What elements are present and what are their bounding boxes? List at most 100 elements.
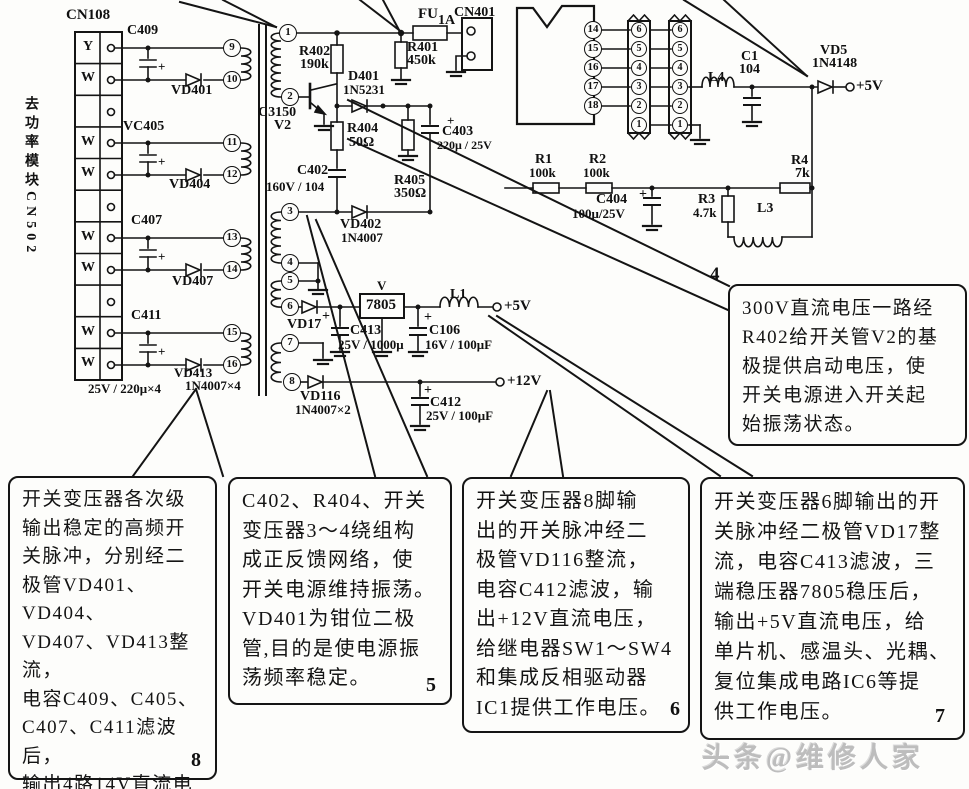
label-c411: C411 xyxy=(131,308,162,323)
label-plus-c407: + xyxy=(158,249,166,264)
label-d401-type: 1N5231 xyxy=(343,82,385,97)
callout-box-8: 开关变压器各次级 输出稳定的高频开 关脉冲，分别经二 极管VD401、VD404… xyxy=(8,476,217,789)
label-r404-val: 50Ω xyxy=(349,135,375,150)
label-plus-c413: + xyxy=(322,309,330,324)
label-c404: C404 xyxy=(596,192,628,207)
label-c1-val: 104 xyxy=(739,62,760,77)
cn108-row-letter: W xyxy=(81,355,95,371)
cn108-row-letter: Y xyxy=(82,38,94,54)
strip-pin-3: 3 xyxy=(672,79,688,95)
cn108-row-letter: W xyxy=(81,260,95,276)
strip-pin-2: 2 xyxy=(672,98,688,114)
cn108-row-letter: W xyxy=(81,70,95,86)
label-r1-val: 100k xyxy=(529,165,556,180)
callout-8-number: 8 xyxy=(191,749,201,771)
strip-pin-1: 1 xyxy=(631,117,647,133)
label-r4-val: 7k xyxy=(795,166,810,181)
label-c404-val: 100μ/25V xyxy=(572,206,625,221)
label-vd116: VD116 xyxy=(300,389,341,404)
label-c402: C402 xyxy=(297,163,329,178)
label-vd413-type: 1N4007×4 xyxy=(185,378,241,393)
label-left-cap-rating: 25V / 220μ×4 xyxy=(88,381,162,396)
label-r3-val: 4.7k xyxy=(693,205,717,220)
winding-pin-8: 8 xyxy=(283,373,301,391)
label-vd5-type: 1N4148 xyxy=(812,56,858,71)
label-r4: R4 xyxy=(791,153,809,168)
label-d401: D401 xyxy=(348,69,380,84)
winding-pin-6: 6 xyxy=(281,298,299,316)
winding-pin-9: 9 xyxy=(223,39,241,57)
label-vd5: VD5 xyxy=(820,43,848,58)
label-plus-c409: + xyxy=(158,59,166,74)
callout-6-number: 6 xyxy=(670,698,680,720)
label-reg-7805: 7805 xyxy=(366,297,396,313)
strip-pin-1: 1 xyxy=(672,117,688,133)
label-out-5v-mid: +5V xyxy=(504,298,531,314)
callout-box-5: C402、R404、开关 变压器3～4绕组构 成正反馈网络，使 开关电源维持振荡… xyxy=(228,477,452,705)
label-r402: R402 xyxy=(299,44,331,59)
callout-4-number: 4 xyxy=(710,264,720,285)
label-r2-val: 100k xyxy=(583,165,610,180)
winding-pin-17: 17 xyxy=(584,78,602,96)
label-c402-val: 160V / 104 xyxy=(266,179,325,194)
cn108-row-letter: W xyxy=(81,228,95,244)
label-r405: R405 xyxy=(394,173,426,188)
strip-pin-5: 5 xyxy=(672,41,688,57)
label-r2: R2 xyxy=(589,152,607,167)
label-r401-val: 450k xyxy=(407,53,436,68)
label-l3: L3 xyxy=(757,201,774,216)
label-cn401: CN401 xyxy=(454,5,496,20)
label-vd402-type: 1N4007 xyxy=(341,230,383,245)
callout-box-7: 开关变压器6脚输出的开 关脉冲经二极管VD17整 流，电容C413滤波，三 端稳… xyxy=(700,477,965,740)
winding-pin-13: 13 xyxy=(223,229,241,247)
label-vd402: VD402 xyxy=(340,217,382,232)
strip-pin-3: 3 xyxy=(631,79,647,95)
label-l4: L4 xyxy=(708,70,725,85)
label-v2-type: C3150 xyxy=(258,105,297,120)
label-c407: C407 xyxy=(131,213,163,228)
label-fu: FU xyxy=(418,6,438,22)
winding-pin-5: 5 xyxy=(281,272,299,290)
label-plus-c411: + xyxy=(158,344,166,359)
label-cn108-title: CN108 xyxy=(66,7,111,23)
label-c412: C412 xyxy=(430,395,462,410)
callout-7-text: 开关变压器6脚输出的开 关脉冲经二极管VD17整 流，电容C413滤波，三 端稳… xyxy=(714,491,951,723)
winding-pin-14: 14 xyxy=(223,261,241,279)
strip-pin-5: 5 xyxy=(631,41,647,57)
label-plus-c405: + xyxy=(158,154,166,169)
label-vd401: VD401 xyxy=(171,83,213,98)
callout-box-6: 开关变压器8脚输 出的开关脉冲经二 极管VD116整流， 电容C412滤波，输 … xyxy=(462,477,690,733)
label-c403: C403 xyxy=(442,124,474,139)
callout-box-4: 300V直流电压一路经 R402给开关管V2的基 极提供启动电压，使 开关电源进… xyxy=(728,284,967,446)
label-vd413: VD413 xyxy=(174,365,213,380)
winding-pin-15: 15 xyxy=(584,40,602,58)
label-plus-c106: + xyxy=(424,310,432,325)
label-c413-val: 25V / 1000μ xyxy=(338,337,404,352)
winding-pin-12: 12 xyxy=(223,166,241,184)
strip-pin-4: 4 xyxy=(672,60,688,76)
label-vd17: VD17 xyxy=(287,317,322,332)
label-vd407: VD407 xyxy=(172,274,214,289)
strip-pin-6: 6 xyxy=(631,22,647,38)
cn108-row-letter: W xyxy=(81,323,95,339)
winding-pin-1: 1 xyxy=(279,24,297,42)
winding-pin-4: 4 xyxy=(281,254,299,272)
callout-7-number: 7 xyxy=(935,705,945,727)
label-plus-c404: + xyxy=(639,187,647,202)
label-plus-c403: + xyxy=(447,113,455,128)
winding-pin-7: 7 xyxy=(281,334,299,352)
callout-5-text: C402、R404、开关 变压器3～4绕组构 成正反馈网络，使 开关电源维持振荡… xyxy=(242,490,436,689)
label-r402-val: 190k xyxy=(300,57,329,72)
callout-8-text: 开关变压器各次级 输出稳定的高频开 关脉冲，分别经二 极管VD401、VD404… xyxy=(22,489,199,789)
winding-pin-18: 18 xyxy=(584,97,602,115)
cn108-row-letter: W xyxy=(81,133,95,149)
strip-pin-6: 6 xyxy=(672,22,688,38)
label-r405-val: 350Ω xyxy=(394,186,427,201)
label-r404: R404 xyxy=(347,121,379,136)
label-l1: L1 xyxy=(450,287,467,302)
label-vd404: VD404 xyxy=(169,177,211,192)
strip-pin-2: 2 xyxy=(631,98,647,114)
label-c405: VC405 xyxy=(123,119,165,134)
label-r1: R1 xyxy=(535,152,553,167)
